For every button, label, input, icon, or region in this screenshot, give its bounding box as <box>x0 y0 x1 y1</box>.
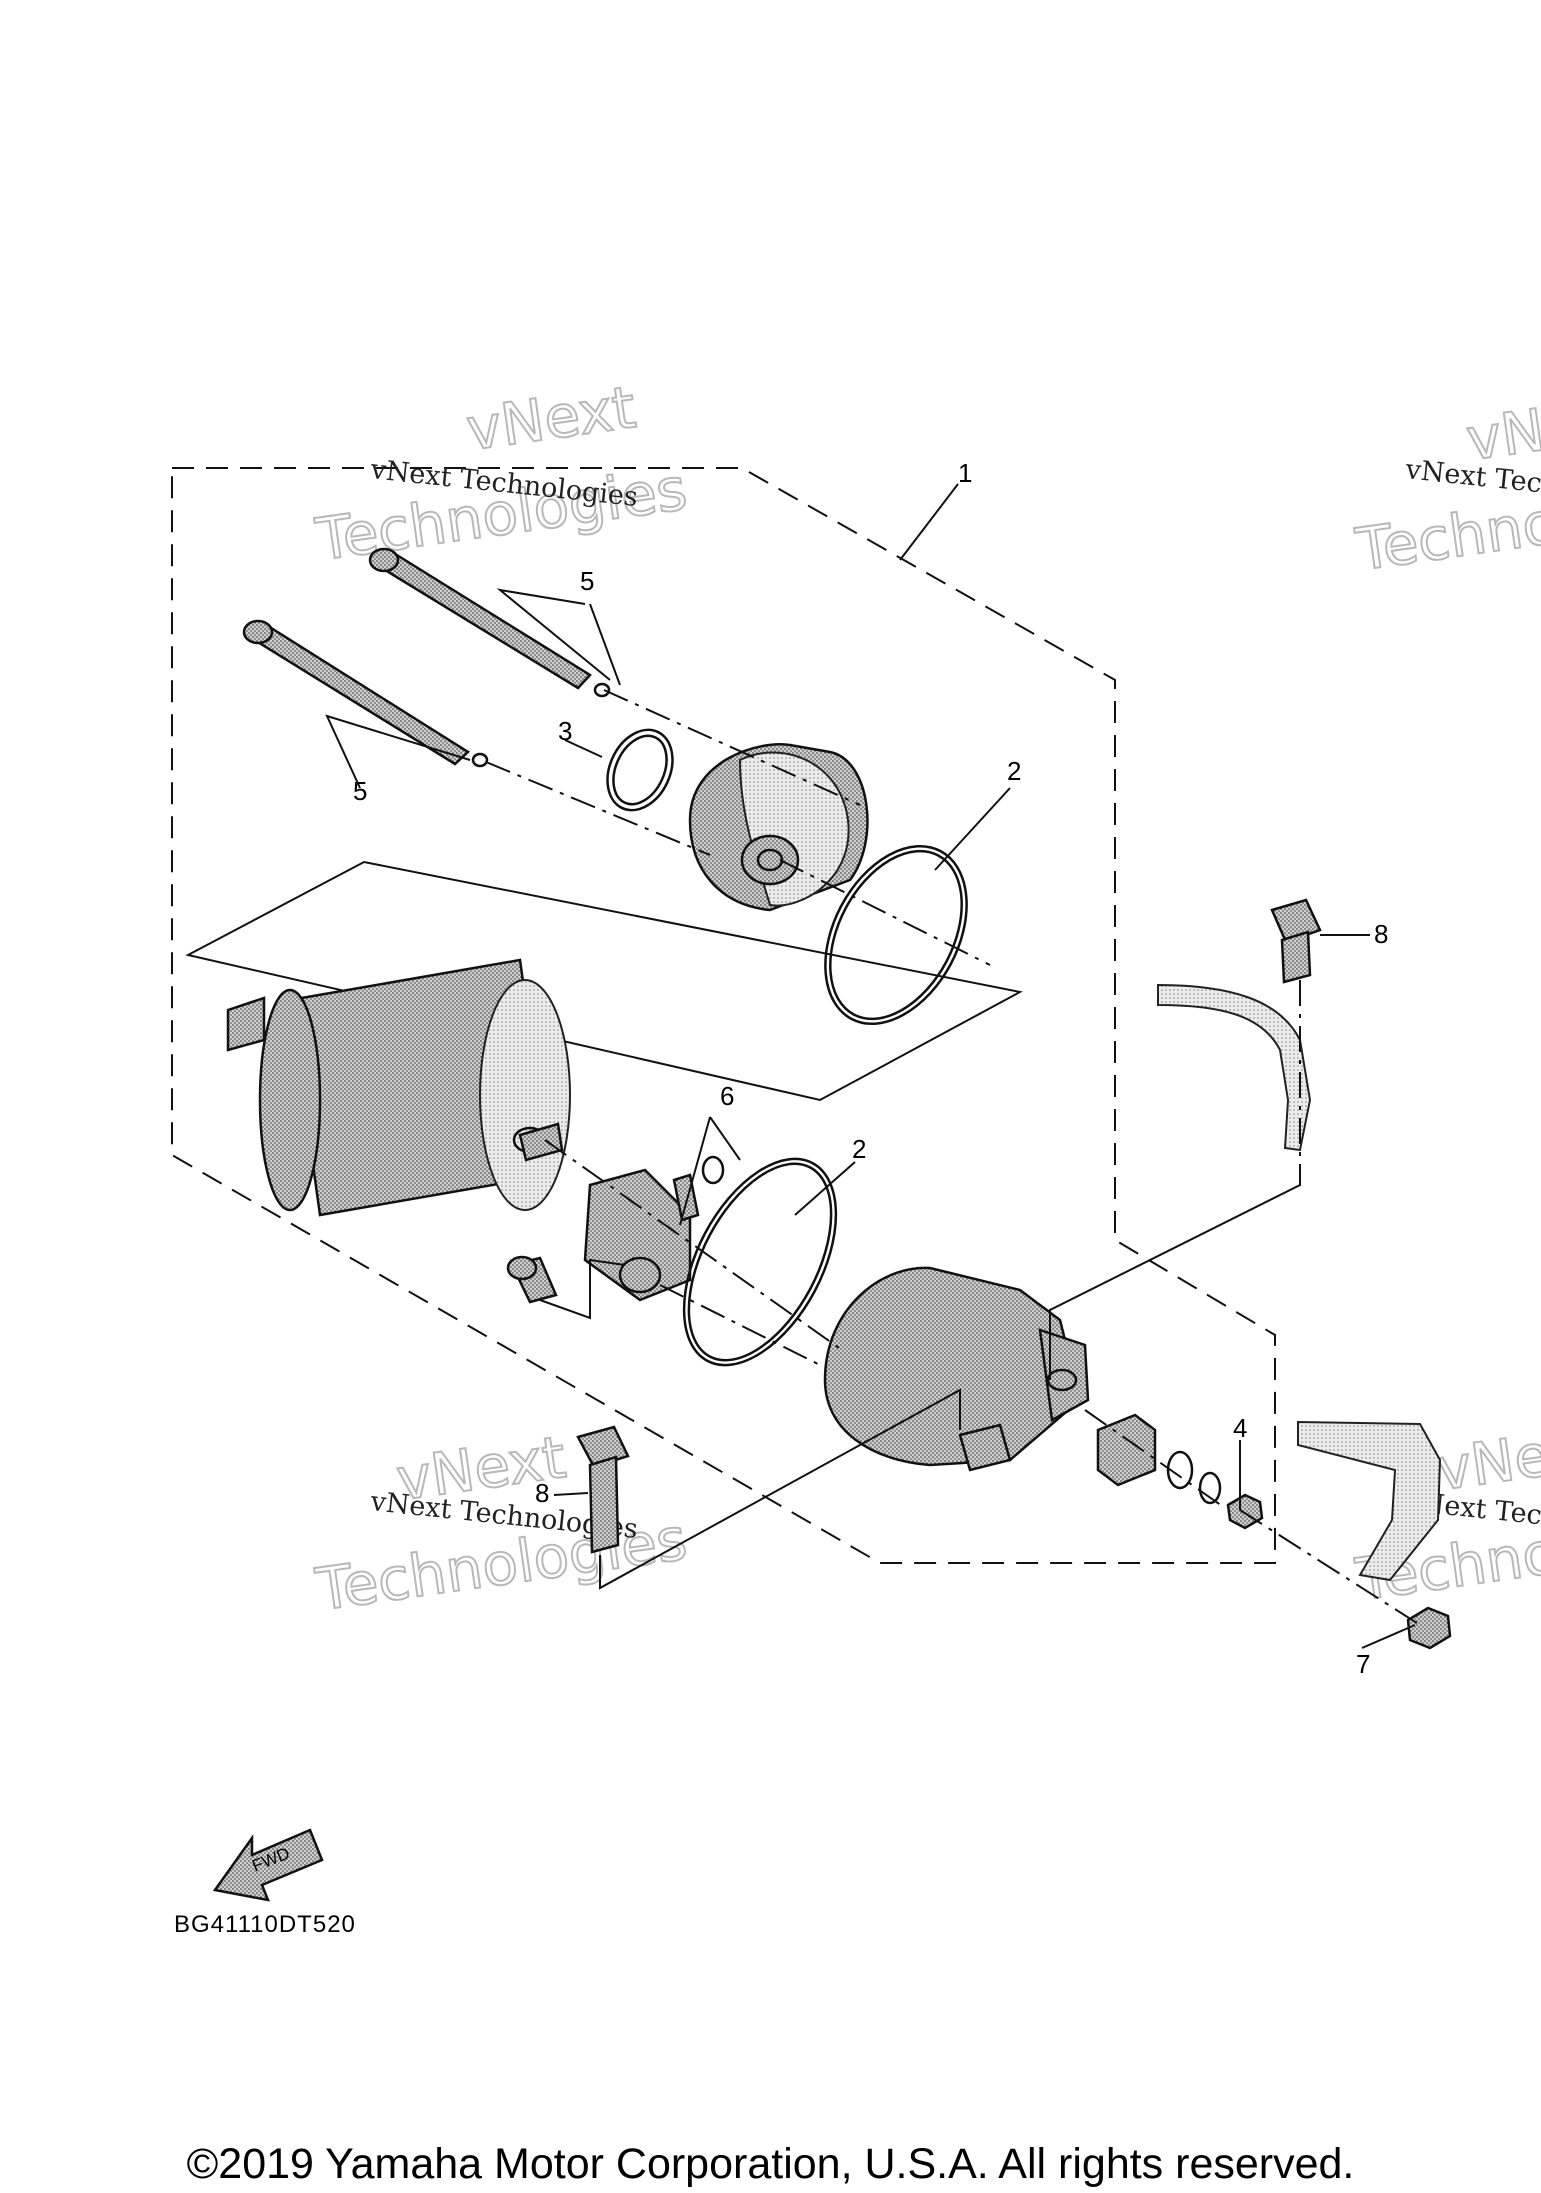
assembly-boundary <box>171 467 1276 1564</box>
callout-5-upper: 5 <box>580 566 594 596</box>
callout-2-lower: 2 <box>852 1134 866 1164</box>
callout-7: 7 <box>1356 1649 1370 1679</box>
watermark-top-left: vNext Technologies vNext Technologies <box>310 372 691 575</box>
ground-lead <box>1297 1420 1442 1582</box>
callout-3: 3 <box>558 716 572 746</box>
screw <box>506 1255 558 1304</box>
callout-1: 1 <box>958 458 972 488</box>
mounting-bolt-upper <box>1270 898 1322 984</box>
o-ring-large-lower <box>682 1157 838 1367</box>
rear-cover <box>823 1266 1090 1472</box>
mounting-bolt-lower <box>576 1425 630 1554</box>
starter-cable <box>1157 983 1312 1152</box>
through-bolt-upper <box>368 547 611 698</box>
copyright-footer: ©2019 Yamaha Motor Corporation, U.S.A. A… <box>186 2140 1355 2188</box>
armature-yoke <box>226 958 571 1217</box>
drawing-code: BG41110DT520 <box>174 1911 356 1938</box>
svg-text:vNext: vNext <box>462 373 639 464</box>
callout-6: 6 <box>720 1081 734 1111</box>
forward-arrow-icon: FWD <box>212 1828 324 1902</box>
o-ring-small <box>606 728 674 812</box>
front-cover <box>688 743 869 912</box>
callout-5-lower: 5 <box>353 776 367 806</box>
brush-holder <box>583 1168 700 1302</box>
callout-8-lower: 8 <box>535 1478 549 1508</box>
callout-8-upper: 8 <box>1374 919 1388 949</box>
o-ring-small-6 <box>701 1155 725 1185</box>
watermark-top-right: vNext Technologies vNext Technologies <box>1350 382 1541 585</box>
o-ring-large-upper <box>824 844 968 1026</box>
armature-bracket <box>185 860 1023 1102</box>
watermark-bottom-left: vNext Technologies vNext Technologies <box>310 1422 691 1625</box>
through-bolt-lower <box>242 619 489 768</box>
callout-4: 4 <box>1233 1413 1247 1443</box>
callout-2-upper: 2 <box>1007 756 1021 786</box>
